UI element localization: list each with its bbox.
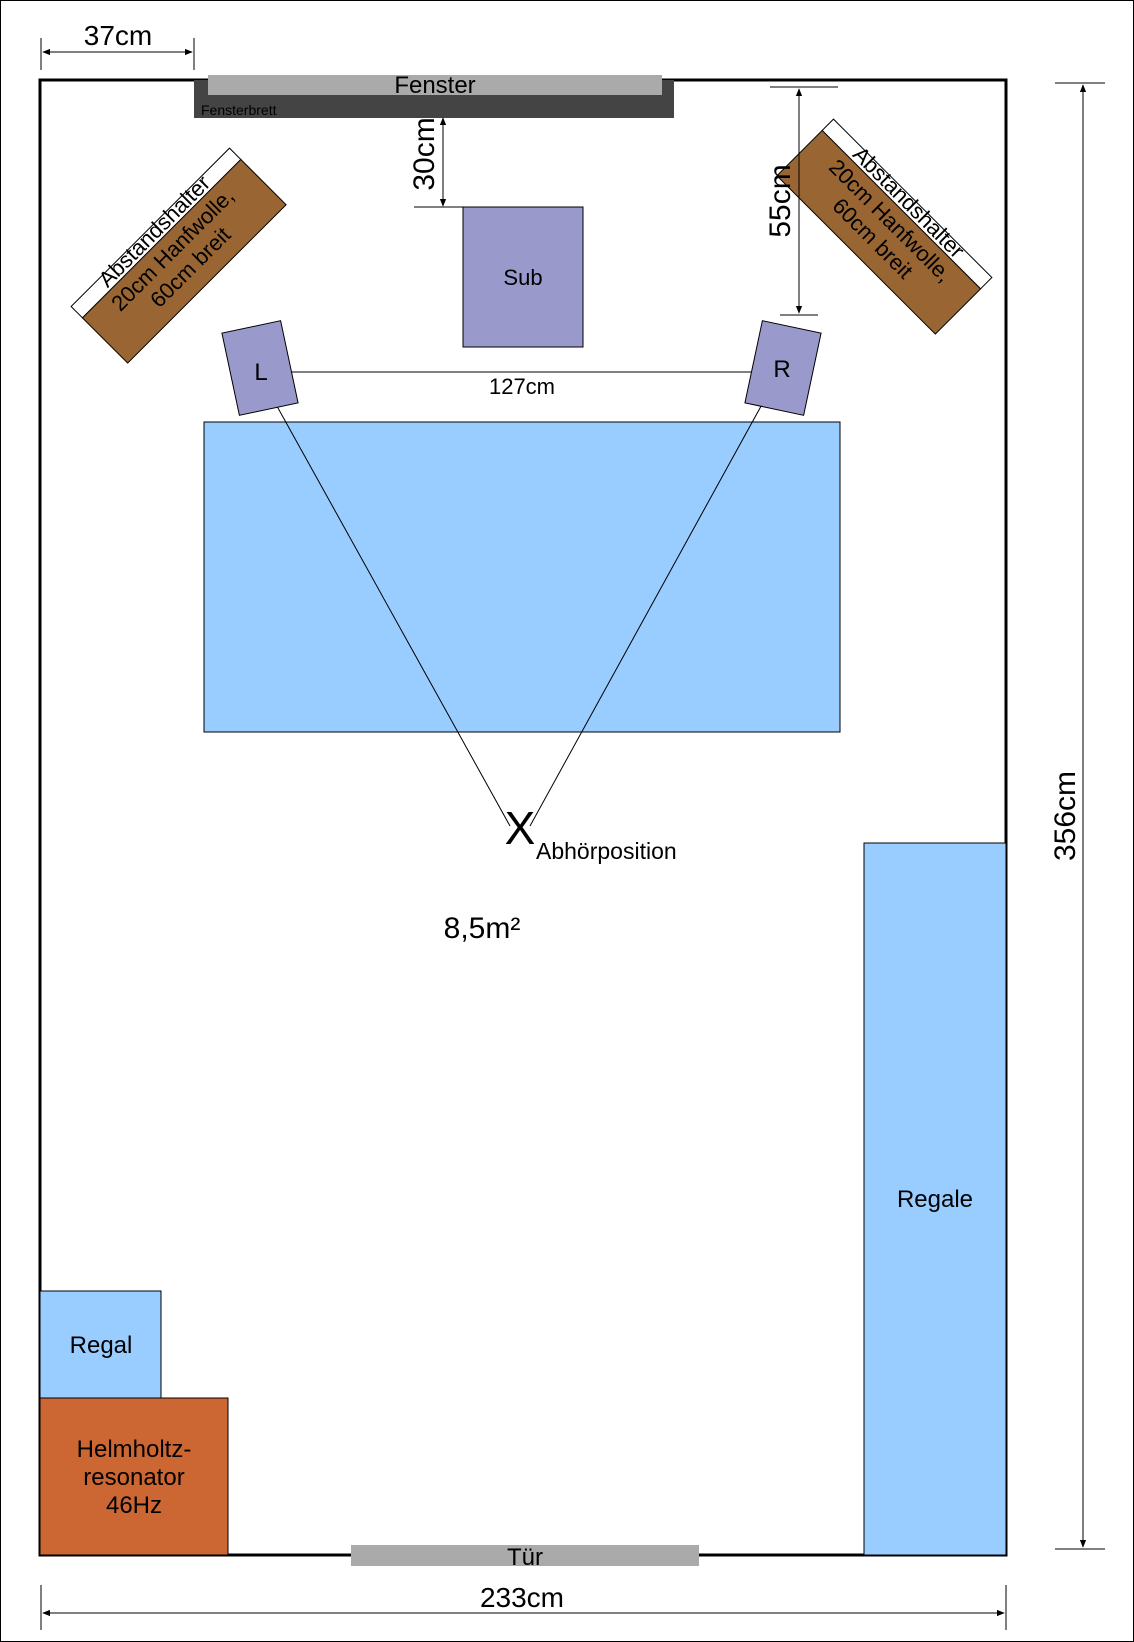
dimension-233cm: 233cm — [40, 1582, 1007, 1630]
shelves-right-label: Regale — [897, 1186, 973, 1213]
speaker-left — [221, 320, 299, 416]
shelves-right — [863, 842, 1007, 1556]
dimension-356-label: 356cm — [1049, 771, 1082, 861]
speaker-left-label: L — [254, 359, 267, 386]
dimension-37cm: 37cm — [40, 20, 195, 70]
desk — [203, 421, 841, 733]
window — [208, 75, 662, 95]
dimension-356cm: 356cm — [1049, 82, 1105, 1550]
speaker-right-label: R — [773, 356, 790, 383]
shelf-left-label: Regal — [70, 1332, 133, 1359]
listening-triangle — [257, 367, 783, 827]
subwoofer-label: Sub — [503, 265, 542, 290]
door-label: Tür — [507, 1544, 543, 1571]
shelf-left — [39, 1290, 162, 1399]
listening-position-mark: X — [505, 802, 536, 854]
helmholtz-label-line2: resonator — [83, 1464, 184, 1491]
speaker-distance-label: 127cm — [489, 374, 555, 399]
speaker-left-box — [221, 320, 299, 416]
absorber-right: Abstandshalter 20cm Hanfwolle, 60cm brei… — [776, 118, 993, 335]
room-area-label: 8,5m² — [444, 912, 521, 945]
dimension-37-label: 37cm — [84, 20, 152, 51]
helmholtz-label-line3: 46Hz — [106, 1492, 162, 1519]
door — [351, 1545, 699, 1566]
window-sill-label: Fensterbrett — [201, 102, 277, 118]
window-label: Fenster — [394, 72, 475, 99]
subwoofer — [462, 206, 584, 348]
listening-position-label: Abhörposition — [536, 838, 677, 864]
speaker-right-box — [744, 320, 822, 416]
absorber-left-panel — [81, 158, 287, 364]
dimension-55cm: 55cm — [764, 86, 838, 316]
helmholtz-label-line1: Helmholtz- — [77, 1436, 192, 1463]
dimension-55-label: 55cm — [764, 164, 797, 237]
dimension-30-label: 30cm — [408, 117, 441, 190]
speaker-right — [744, 320, 822, 416]
dimension-30cm: 30cm — [408, 117, 468, 208]
dimension-233-label: 233cm — [480, 1582, 564, 1613]
helmholtz-resonator — [39, 1397, 229, 1556]
